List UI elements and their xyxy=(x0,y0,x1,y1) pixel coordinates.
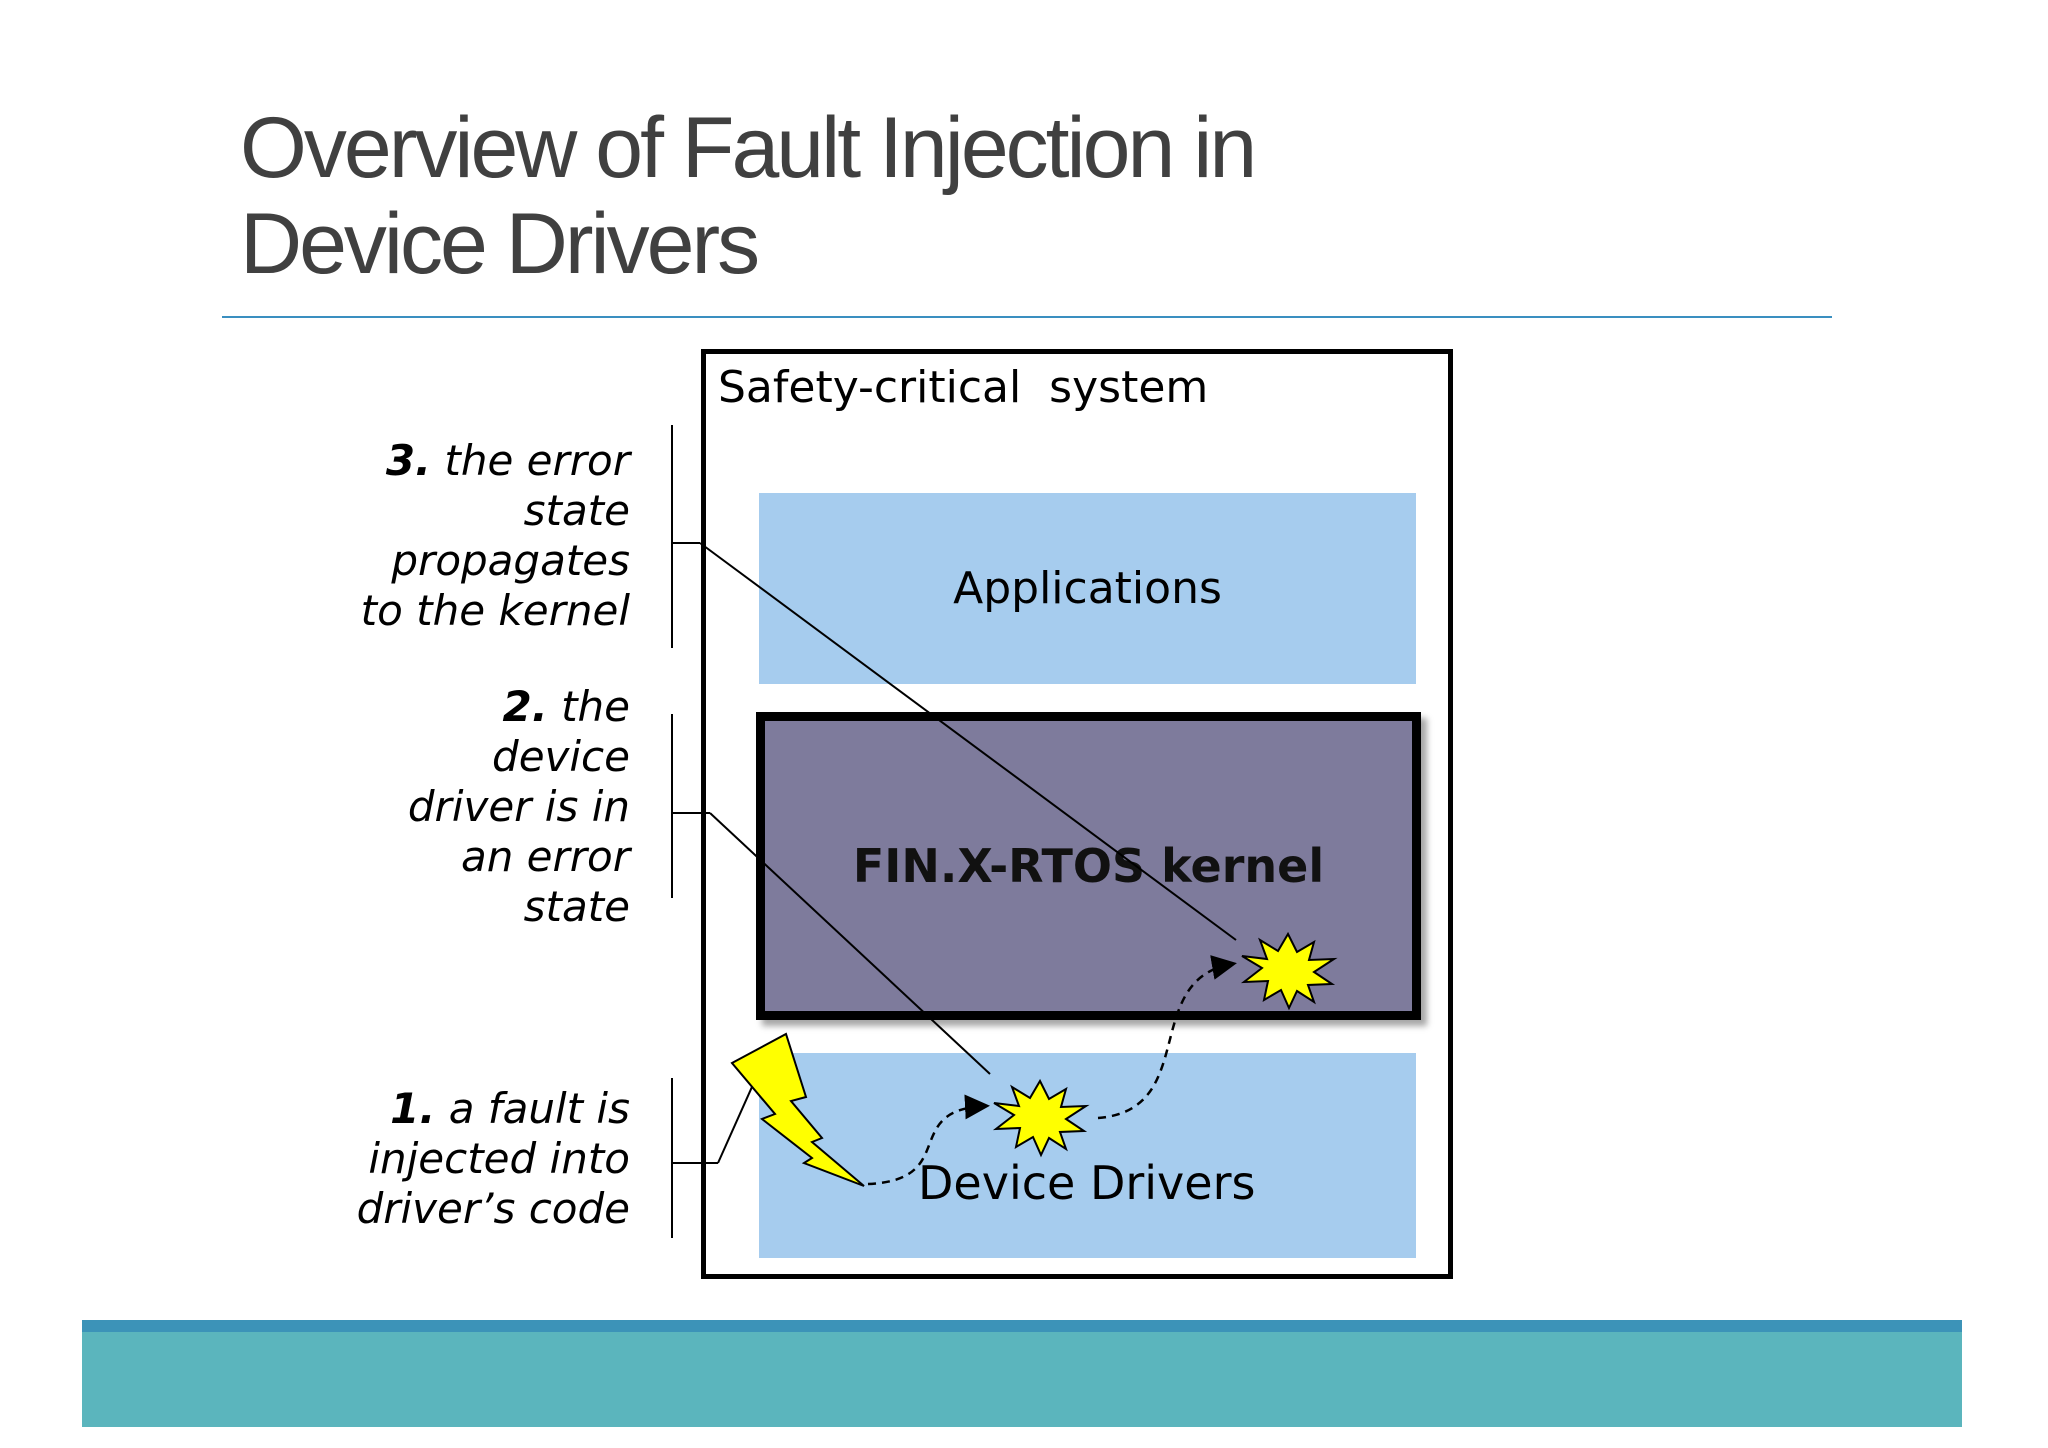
step-1-line: injected into xyxy=(368,1134,630,1183)
step-1-line: driver’s code xyxy=(356,1184,630,1233)
starburst-icon xyxy=(992,1078,1090,1158)
applications-layer: Applications xyxy=(759,493,1416,684)
device-drivers-label: Device Drivers xyxy=(918,1156,1256,1210)
error-propagation-arrow xyxy=(1097,955,1237,1120)
starburst-icon xyxy=(1240,931,1338,1011)
step-3-line: state xyxy=(523,486,630,535)
step-3-line: the error xyxy=(444,436,630,485)
step-2-number: 2. xyxy=(502,682,548,731)
step-2-line: driver is in xyxy=(407,782,630,831)
step-3-leader xyxy=(699,542,1237,941)
step-2-line: device xyxy=(492,732,630,781)
system-label: Safety-critical system xyxy=(718,362,1209,413)
step-3-number: 3. xyxy=(385,436,432,485)
step-1-line: a fault is xyxy=(448,1084,630,1133)
device-drivers-layer xyxy=(759,1053,1416,1258)
step-2-leader xyxy=(709,812,991,1075)
title-divider xyxy=(222,316,1832,318)
step-2-line: an error xyxy=(460,832,630,881)
kernel-label: FIN.X-RTOS kernel xyxy=(852,839,1325,893)
title-line-1: Overview of Fault Injection in xyxy=(240,100,1257,196)
kernel-layer: FIN.X-RTOS kernel xyxy=(756,712,1421,1020)
step-3-line: propagates xyxy=(391,536,630,585)
step-1-annotation: 1. a fault is injected into driver’s cod… xyxy=(270,1084,630,1234)
fault-propagation-arrow xyxy=(867,1094,990,1186)
title-line-2: Device Drivers xyxy=(240,196,760,292)
applications-label: Applications xyxy=(953,563,1222,614)
step-2-annotation: 2. the device driver is in an error stat… xyxy=(270,682,630,932)
step-3-annotation: 3. the error state propagates to the ker… xyxy=(270,436,630,636)
slide-title: Overview of Fault Injection in Device Dr… xyxy=(240,100,1640,292)
lightning-bolt-icon xyxy=(730,1032,865,1187)
step-1-number: 1. xyxy=(390,1084,436,1133)
step-1-bracket xyxy=(671,1078,718,1238)
step-2-bracket xyxy=(671,714,710,898)
step-2-line: the xyxy=(561,682,630,731)
footer-band xyxy=(82,1320,1962,1427)
step-3-line: to the kernel xyxy=(360,586,630,635)
step-3-bracket xyxy=(671,425,700,648)
step-2-line: state xyxy=(523,882,630,931)
